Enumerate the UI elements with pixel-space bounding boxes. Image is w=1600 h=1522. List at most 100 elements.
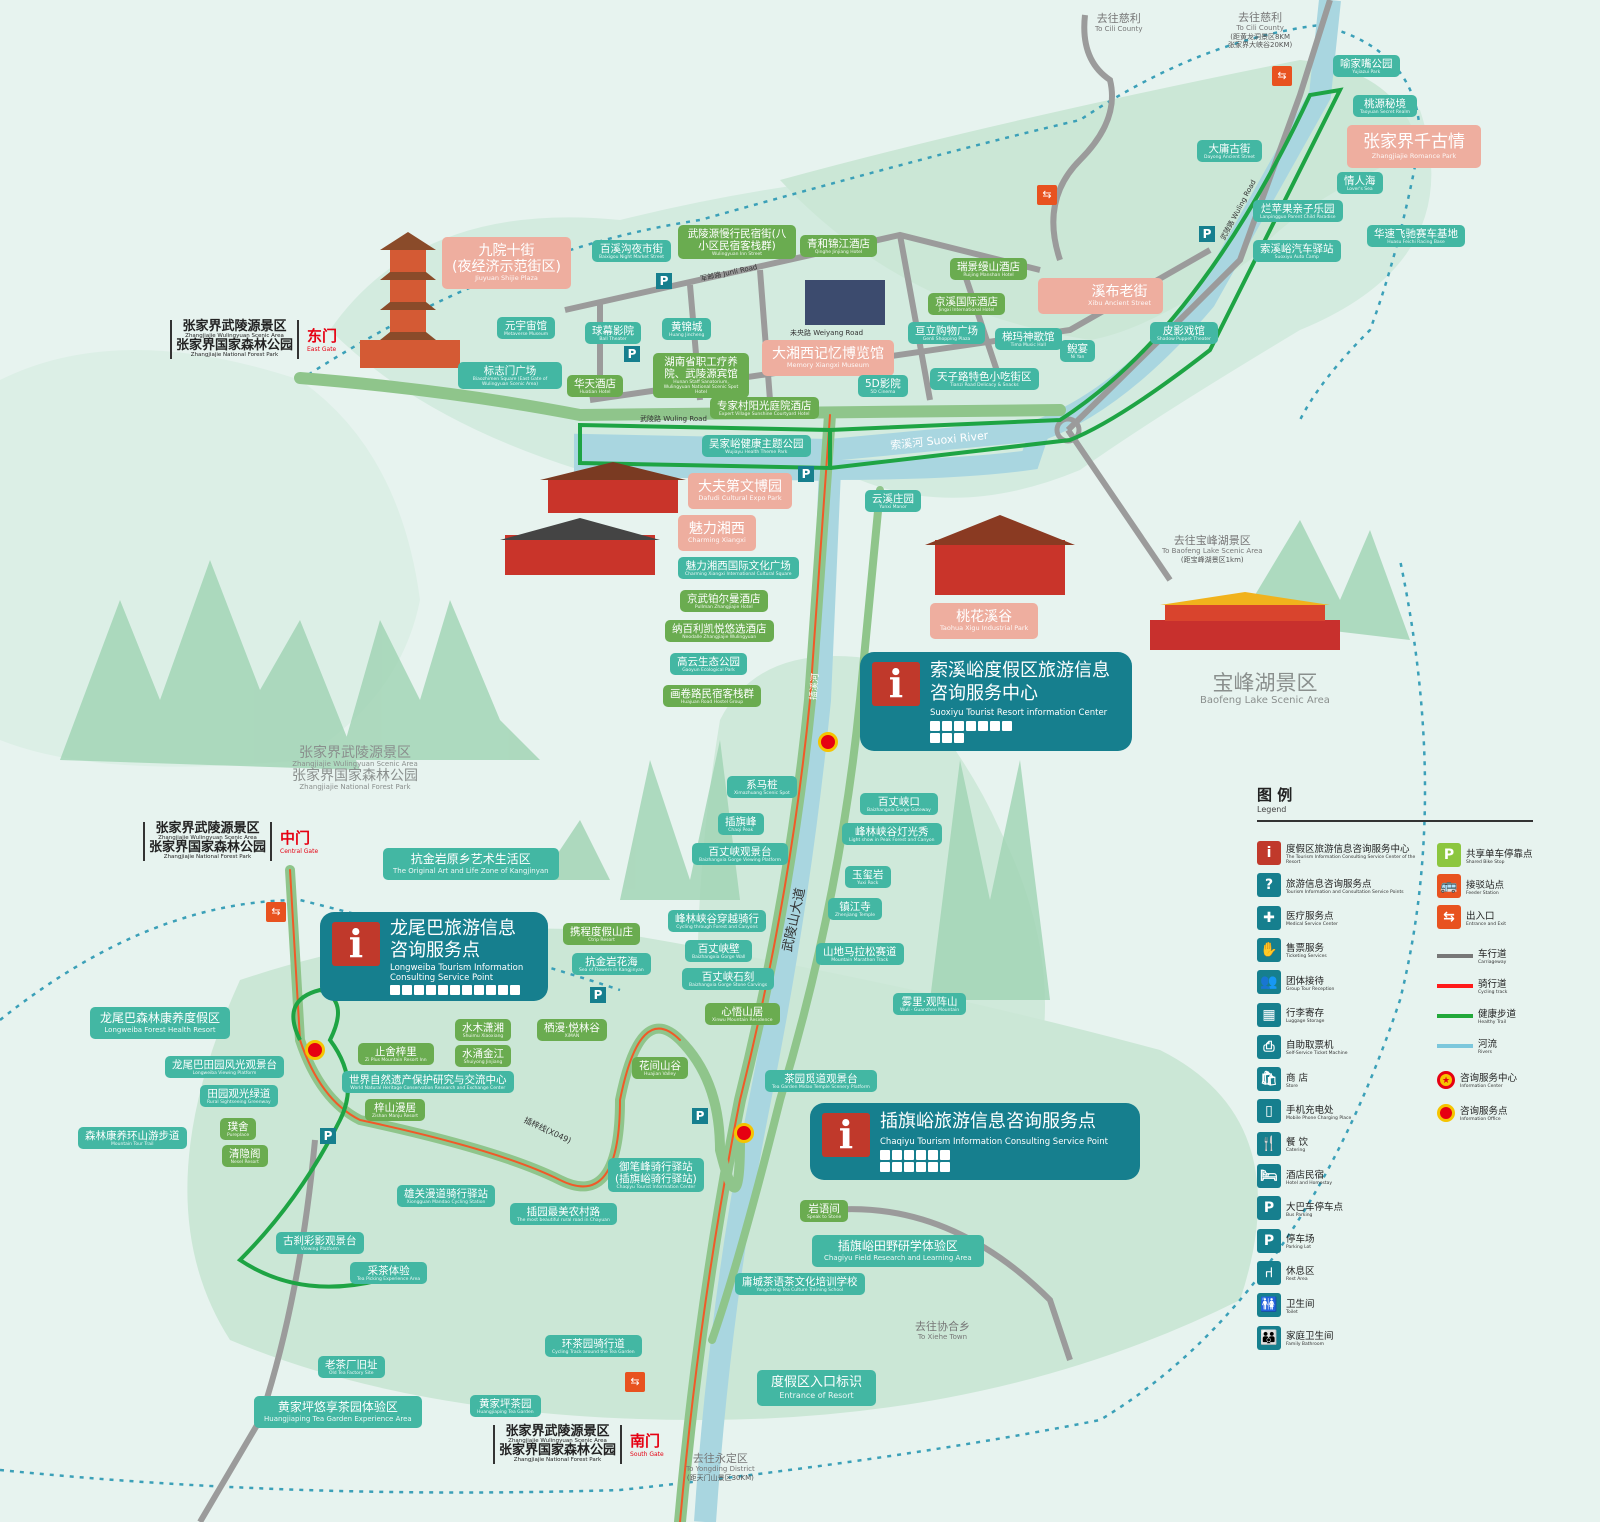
parking-icon[interactable]: P bbox=[624, 346, 640, 362]
parking-icon[interactable]: P bbox=[656, 273, 672, 289]
info-center-suoxiyu[interactable]: i 索溪峪度假区旅游信息 咨询服务中心 Suoxiyu Tourist Reso… bbox=[860, 652, 1132, 751]
parking-icon[interactable]: P bbox=[1199, 226, 1215, 242]
luggage-icon: ▦ bbox=[1257, 1002, 1281, 1027]
info-center-chaqiyu[interactable]: i 插旗峪旅游信息咨询服务点 Chaqiyu Tourism Informati… bbox=[810, 1103, 1140, 1180]
poi-label[interactable]: 御笔峰骑行驿站 (插旗峪骑行驿站)Chaqiyu Tourist Informa… bbox=[608, 1158, 704, 1193]
exit-icon[interactable]: ⇆ bbox=[625, 1372, 645, 1392]
exit-icon[interactable]: ⇆ bbox=[266, 902, 286, 922]
info-point-marker[interactable] bbox=[734, 1123, 754, 1143]
parking-icon[interactable]: P bbox=[590, 987, 606, 1003]
info-center-longweiba[interactable]: i 龙尾巴旅游信息 咨询服务点 Longweiba Tourism Inform… bbox=[320, 912, 548, 1002]
exit-icon[interactable]: ⇆ bbox=[1272, 66, 1292, 86]
parking-icon[interactable]: P bbox=[798, 466, 814, 482]
parking-icon[interactable]: P bbox=[692, 1108, 708, 1124]
info-point-marker[interactable] bbox=[305, 1040, 325, 1060]
info-center-marker[interactable] bbox=[818, 732, 838, 752]
poi-label[interactable]: 九院十街 (夜经济示范街区)Jiuyuan Shijie Plaza bbox=[442, 237, 571, 289]
parking-icon[interactable]: P bbox=[320, 1128, 336, 1144]
poi-label[interactable]: 武陵源慢行民宿街(八小区民宿客栈群)Wulingyuan Inn Street bbox=[678, 225, 796, 260]
exit-icon[interactable]: ⇆ bbox=[1037, 185, 1057, 205]
